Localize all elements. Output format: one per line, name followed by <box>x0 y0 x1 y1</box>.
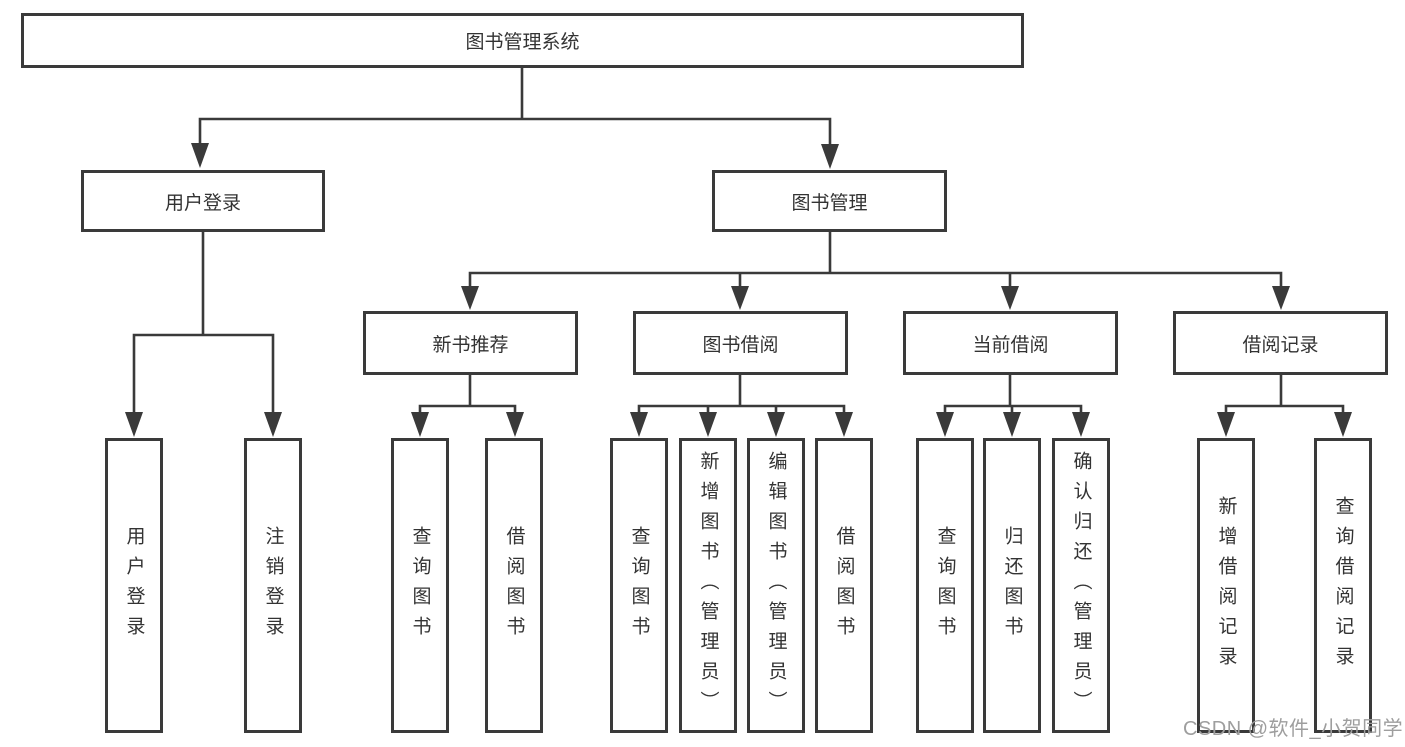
node-label: 图书管理系统 <box>465 32 580 53</box>
arrowhead-down-icon <box>506 412 524 437</box>
node-new-book-recommend: 新书推荐 <box>363 311 578 375</box>
arrowhead-down-icon <box>630 412 648 437</box>
node-label: 新增借阅记录 <box>1215 495 1237 676</box>
connector-line <box>132 333 275 414</box>
leaf-confirm-return-admin: 确认归还（管理员） <box>1052 438 1110 733</box>
arrowhead-down-icon <box>1217 412 1235 437</box>
node-borrow-records: 借阅记录 <box>1173 311 1388 375</box>
arrowhead-down-icon <box>1001 286 1019 310</box>
arrowhead-down-icon <box>264 412 282 437</box>
connector-line <box>637 404 846 414</box>
node-current-borrow: 当前借阅 <box>903 311 1118 375</box>
node-label: 用户登录 <box>123 525 145 646</box>
node-label: 借阅图书 <box>833 525 855 646</box>
connector-line <box>418 404 517 414</box>
node-label: 借阅图书 <box>503 525 525 646</box>
node-library-management-system: 图书管理系统 <box>21 13 1024 68</box>
arrowhead-down-icon <box>767 412 785 437</box>
connector-line <box>468 271 1283 288</box>
node-label: 图书借阅 <box>702 334 779 356</box>
leaf-return-books: 归还图书 <box>983 438 1041 733</box>
leaf-logout: 注销登录 <box>244 438 302 733</box>
leaf-query-books-current: 查询图书 <box>916 438 974 733</box>
arrowhead-down-icon <box>125 412 143 437</box>
node-label: 查询图书 <box>409 525 431 646</box>
connector-line <box>198 117 832 146</box>
node-label: 当前借阅 <box>972 334 1049 356</box>
node-label: 确认归还（管理员） <box>1070 450 1092 721</box>
leaf-query-books-recommend: 查询图书 <box>391 438 449 733</box>
node-label: 新增图书（管理员） <box>697 450 719 721</box>
node-label: 查询借阅记录 <box>1332 495 1354 676</box>
arrowhead-down-icon <box>411 412 429 437</box>
node-book-management: 图书管理 <box>712 170 947 232</box>
leaf-user-login: 用户登录 <box>105 438 163 733</box>
leaf-query-borrow-record: 查询借阅记录 <box>1314 438 1372 733</box>
arrowhead-down-icon <box>731 286 749 310</box>
node-label: 查询图书 <box>934 525 956 646</box>
arrowhead-down-icon <box>1334 412 1352 437</box>
node-label: 编辑图书（管理员） <box>765 450 787 721</box>
leaf-query-books-borrow: 查询图书 <box>610 438 668 733</box>
connector-line <box>1224 404 1345 414</box>
arrowhead-down-icon <box>191 143 209 168</box>
node-label: 借阅记录 <box>1242 334 1319 356</box>
node-label: 注销登录 <box>262 525 284 646</box>
arrowhead-down-icon <box>821 144 839 169</box>
node-user-login: 用户登录 <box>81 170 325 232</box>
node-label: 用户登录 <box>164 192 241 214</box>
leaf-edit-books-admin: 编辑图书（管理员） <box>747 438 805 733</box>
arrowhead-down-icon <box>1072 412 1090 437</box>
node-label: 查询图书 <box>628 525 650 646</box>
arrowhead-down-icon <box>936 412 954 437</box>
node-label: 新书推荐 <box>432 334 509 356</box>
arrowhead-down-icon <box>699 412 717 437</box>
leaf-add-books-admin: 新增图书（管理员） <box>679 438 737 733</box>
arrowhead-down-icon <box>1003 412 1021 437</box>
csdn-watermark: CSDN @软件_小贺同学 <box>1183 718 1404 740</box>
leaf-add-borrow-record: 新增借阅记录 <box>1197 438 1255 733</box>
leaf-borrow-books-recommend: 借阅图书 <box>485 438 543 733</box>
arrowhead-down-icon <box>835 412 853 437</box>
node-label: 归还图书 <box>1001 525 1023 646</box>
arrowhead-down-icon <box>461 286 479 310</box>
node-label: 图书管理 <box>791 192 868 214</box>
leaf-borrow-books: 借阅图书 <box>815 438 873 733</box>
node-book-borrow: 图书借阅 <box>633 311 848 375</box>
arrowhead-down-icon <box>1272 286 1290 310</box>
